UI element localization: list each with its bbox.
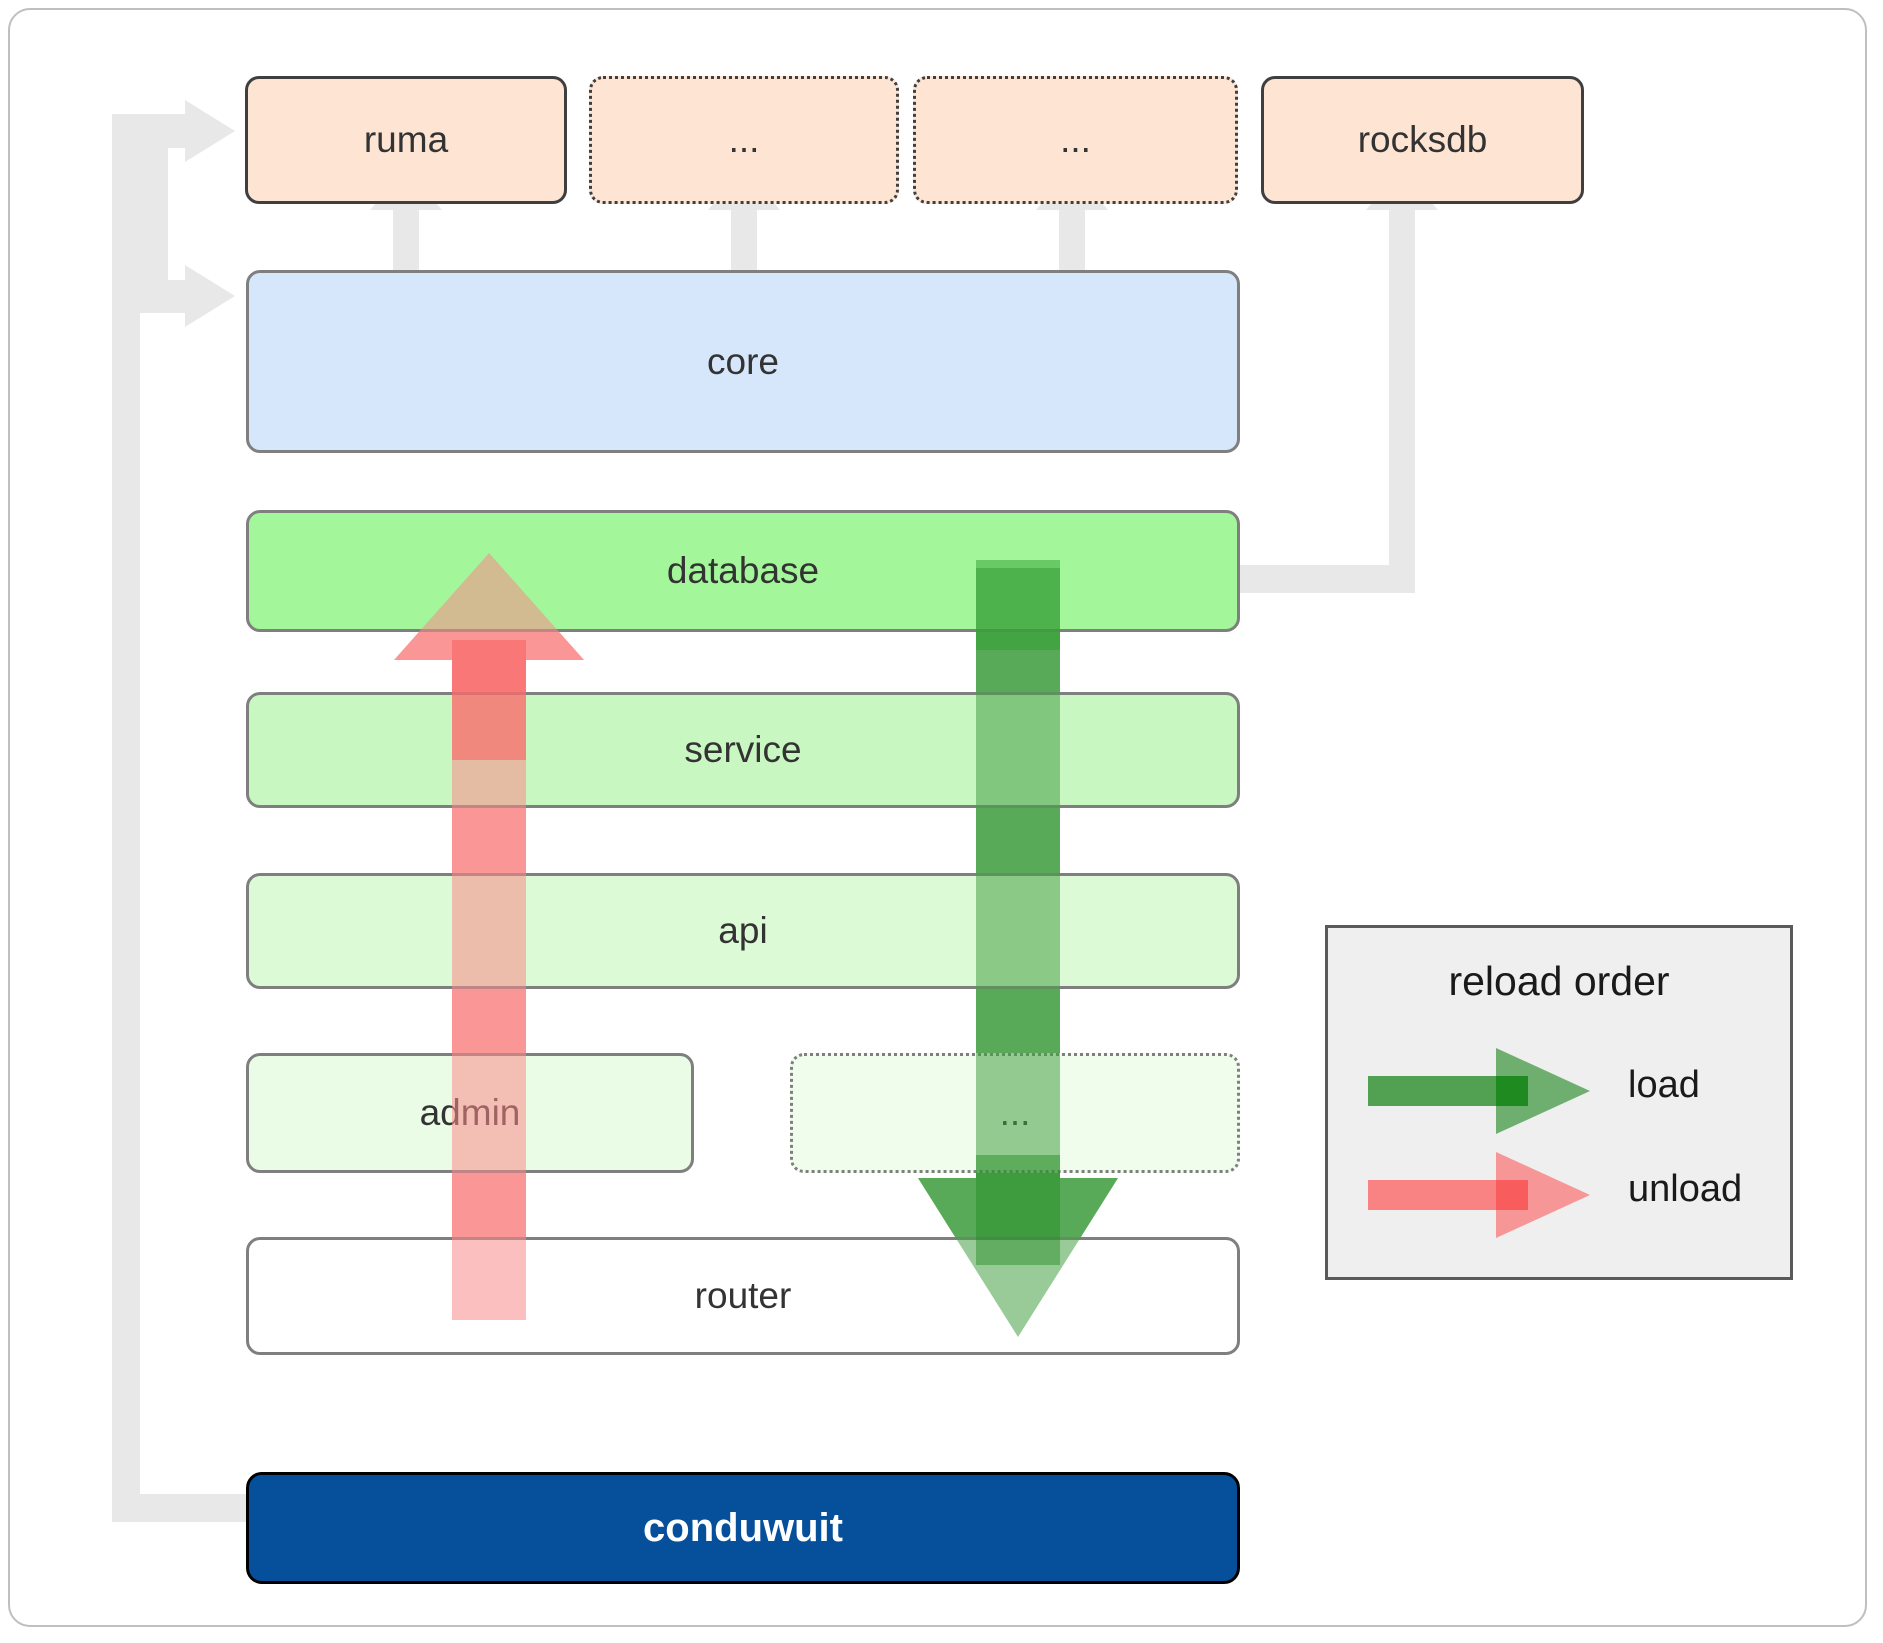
node-core-label: core [707,340,779,382]
legend-row-load: load [1328,1046,1796,1136]
node-crate-dots-2-label: ... [1060,119,1091,160]
node-api-label: api [718,910,768,951]
node-core[interactable]: core [246,270,1240,453]
diagram-frame [8,8,1867,1627]
node-rocksdb-label: rocksdb [1357,119,1488,160]
node-ruma-label: ruma [363,119,449,160]
node-crate-dots-1-label: ... [728,119,760,160]
legend-row-unload: unload [1328,1150,1796,1240]
legend-label-unload: unload [1628,1168,1743,1210]
node-conduwuit[interactable]: conduwuit [246,1472,1240,1584]
node-database-label: database [666,550,820,591]
node-crate-dots-1[interactable]: ... [589,76,899,204]
unload-arrow-icon [1368,1152,1590,1238]
node-router-label: router [694,1275,792,1316]
legend-title: reload order [1448,958,1670,1004]
node-router[interactable]: router [246,1237,1240,1355]
load-arrow-icon [1368,1048,1590,1134]
node-rocksdb[interactable]: rocksdb [1261,76,1584,204]
node-layer-dots-label: ... [999,1092,1031,1133]
legend-panel: reload order load unload [1325,925,1793,1280]
node-admin-label: admin [419,1092,521,1133]
legend-label-load: load [1628,1064,1700,1106]
node-layer-dots[interactable]: ... [790,1053,1240,1173]
node-service[interactable]: service [246,692,1240,808]
node-crate-dots-2[interactable]: ... [913,76,1238,204]
node-database[interactable]: database [246,510,1240,632]
node-service-label: service [684,729,802,770]
node-admin[interactable]: admin [246,1053,694,1173]
node-conduwuit-label: conduwuit [643,1505,843,1550]
node-api[interactable]: api [246,873,1240,989]
node-ruma[interactable]: ruma [245,76,567,204]
